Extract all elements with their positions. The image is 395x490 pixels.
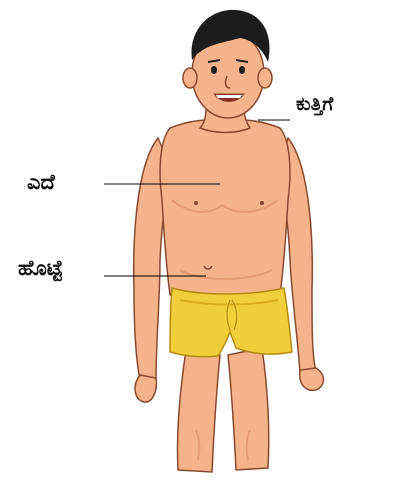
label-belly: ಹೊಟ್ಟೆ (18, 256, 63, 281)
head (183, 10, 272, 118)
label-neck: ಕುತ್ತಿಗೆ (296, 93, 333, 115)
shorts (170, 288, 292, 357)
label-chest: ಎದೆ (27, 170, 55, 195)
legs (177, 348, 268, 472)
